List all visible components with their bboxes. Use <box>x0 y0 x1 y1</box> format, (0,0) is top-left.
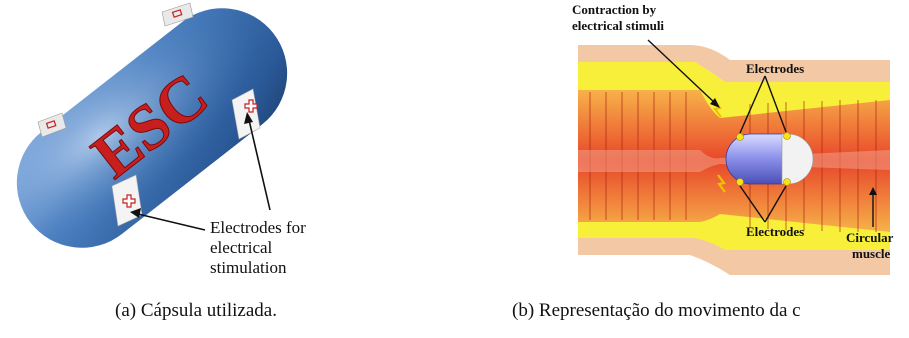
muscle-label-line2: muscle <box>852 246 891 261</box>
contraction-label-line2: electrical stimuli <box>572 18 664 33</box>
electrode-label-line3: stimulation <box>210 258 287 277</box>
capsule-figure: ESC Electrodes for electrical stimulatio… <box>0 0 460 338</box>
caption-a: (a) Cápsula utilizada. <box>115 300 277 322</box>
electrodes-label-bottom: Electrodes <box>746 224 804 239</box>
intestine-figure: Contraction by electrical stimuli Electr… <box>560 0 909 338</box>
arrow-to-bottom-electrode <box>138 214 205 230</box>
capsule-illustration: ESC Electrodes for electrical stimulatio… <box>0 0 460 300</box>
muscle-label-line1: Circular <box>846 230 894 245</box>
arrow-to-right-electrode <box>249 120 270 210</box>
electrode-label-line2: electrical <box>210 238 273 257</box>
electrode-label-line1: Electrodes for <box>210 218 306 237</box>
intestine-illustration: Contraction by electrical stimuli Electr… <box>560 0 909 300</box>
caption-b: (b) Representação do movimento da c <box>512 300 801 322</box>
electrodes-label-top: Electrodes <box>746 61 804 76</box>
contraction-label-line1: Contraction by <box>572 2 657 17</box>
